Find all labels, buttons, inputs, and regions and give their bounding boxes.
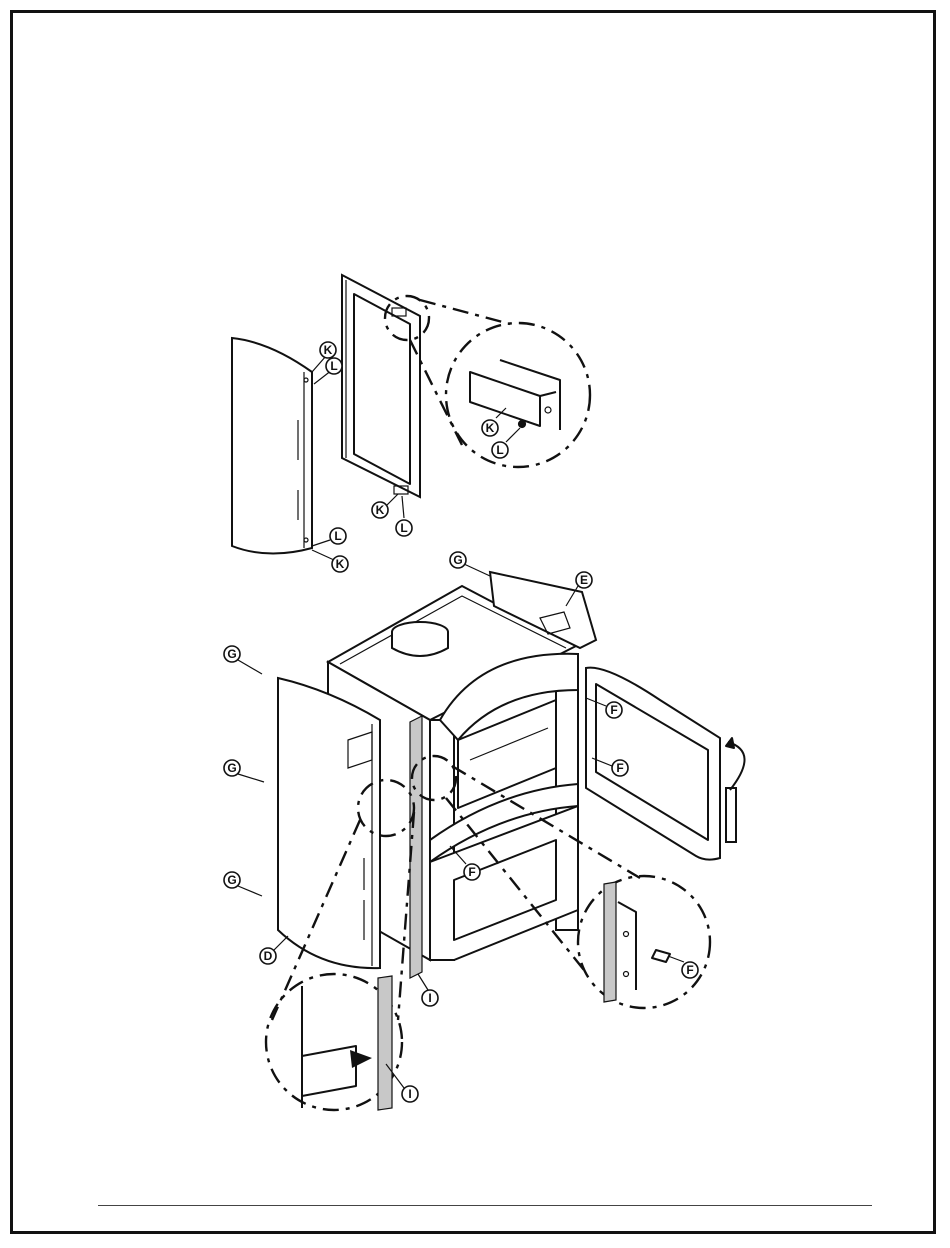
callout-l: L bbox=[330, 528, 346, 544]
svg-text:L: L bbox=[400, 521, 407, 535]
svg-text:L: L bbox=[330, 359, 337, 373]
footer-rule bbox=[98, 1205, 872, 1206]
callout-e: E bbox=[576, 572, 592, 588]
callout-f: F bbox=[464, 864, 480, 880]
svg-text:E: E bbox=[580, 573, 588, 587]
callout-l: L bbox=[492, 442, 508, 458]
svg-text:L: L bbox=[496, 443, 503, 457]
open-door bbox=[586, 668, 745, 860]
callout-g: G bbox=[224, 872, 240, 888]
svg-text:I: I bbox=[428, 991, 431, 1005]
svg-text:G: G bbox=[227, 761, 236, 775]
lower-side-panel bbox=[278, 678, 380, 968]
svg-text:F: F bbox=[468, 865, 475, 879]
callout-k: K bbox=[482, 420, 498, 436]
svg-text:K: K bbox=[486, 421, 495, 435]
callout-k: K bbox=[332, 556, 348, 572]
callout-f: F bbox=[612, 760, 628, 776]
svg-text:D: D bbox=[264, 949, 273, 963]
upper-side-panel bbox=[232, 338, 312, 554]
callout-k: K bbox=[320, 342, 336, 358]
callout-k: K bbox=[372, 502, 388, 518]
svg-text:F: F bbox=[616, 761, 623, 775]
callout-f: F bbox=[682, 962, 698, 978]
svg-text:G: G bbox=[453, 553, 462, 567]
callout-i: I bbox=[402, 1086, 418, 1102]
svg-text:G: G bbox=[227, 873, 236, 887]
callout-d: D bbox=[260, 948, 276, 964]
callout-l: L bbox=[326, 358, 342, 374]
svg-text:I: I bbox=[408, 1087, 411, 1101]
upper-door-frame bbox=[342, 275, 420, 497]
callout-g: G bbox=[224, 760, 240, 776]
svg-text:K: K bbox=[336, 557, 345, 571]
callout-i: I bbox=[422, 990, 438, 1006]
svg-text:L: L bbox=[334, 529, 341, 543]
callout-g: G bbox=[450, 552, 466, 568]
svg-text:F: F bbox=[686, 963, 693, 977]
svg-text:G: G bbox=[227, 647, 236, 661]
callout-l: L bbox=[396, 520, 412, 536]
svg-text:F: F bbox=[610, 703, 617, 717]
callout-g: G bbox=[224, 646, 240, 662]
callout-f: F bbox=[606, 702, 622, 718]
svg-text:K: K bbox=[324, 343, 333, 357]
svg-text:K: K bbox=[376, 503, 385, 517]
